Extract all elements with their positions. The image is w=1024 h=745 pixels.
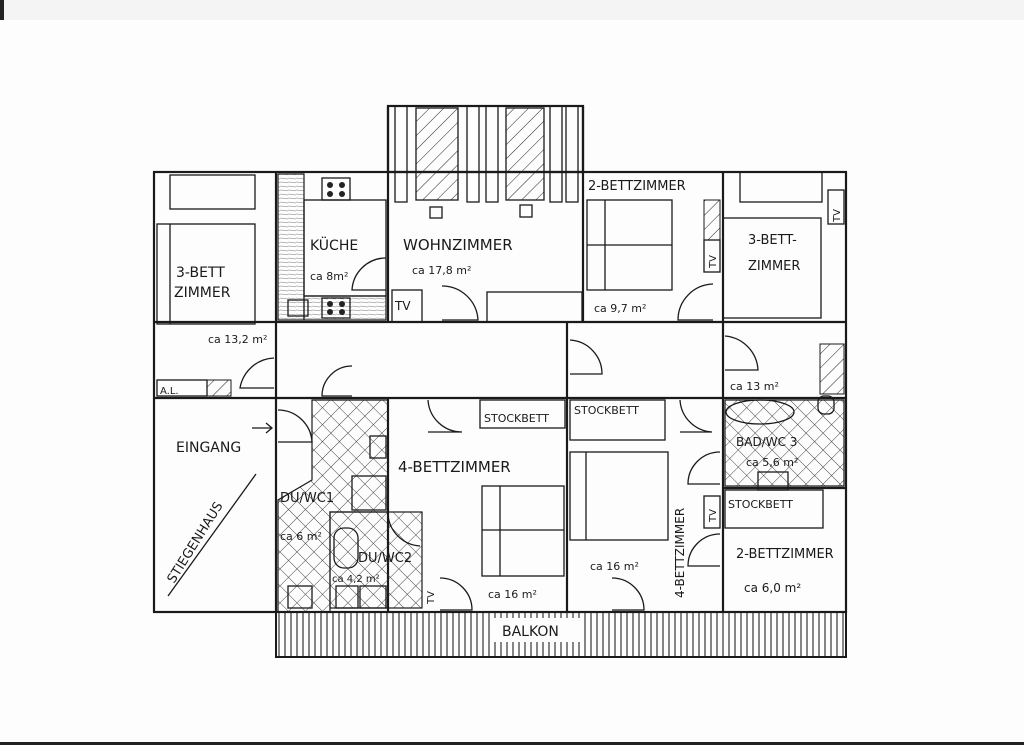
bed4-right-furniture bbox=[569, 399, 721, 611]
bed2-bottom-furniture bbox=[724, 395, 835, 529]
bed3-right-title-2: ZIMMER bbox=[748, 259, 800, 274]
living-area: ca 17,8 m² bbox=[412, 264, 471, 277]
bed4-right-tv: TV bbox=[708, 509, 719, 523]
balcony-title: BALKON bbox=[502, 624, 559, 640]
bed2-bottom-bunk: STOCKBETT bbox=[728, 498, 793, 511]
bath3-area: ca 5,6 m² bbox=[746, 456, 798, 469]
kitchen-title: KÜCHE bbox=[310, 236, 358, 254]
stairs bbox=[167, 422, 274, 597]
shower2-area: ca 4,2 m² bbox=[332, 574, 380, 585]
scan-edge-bottom bbox=[0, 742, 1024, 745]
entrance-title: EINGANG bbox=[176, 440, 241, 456]
bed4-right-area: ca 16 m² bbox=[590, 560, 639, 573]
bed2-top-area: ca 9,7 m² bbox=[594, 302, 646, 315]
bed4-right-title: 4-BETTZIMMER bbox=[673, 508, 687, 598]
kitchen-furniture bbox=[277, 173, 387, 321]
bath3-title: BAD/WC 3 bbox=[736, 435, 797, 449]
balcony bbox=[275, 611, 847, 658]
bed4-left-title: 4-BETTZIMMER bbox=[398, 458, 511, 476]
bed4-left-bunk: STOCKBETT bbox=[484, 412, 549, 425]
bed3-left-area: ca 13,2 m² bbox=[208, 333, 267, 346]
bed2-top-furniture bbox=[586, 199, 721, 321]
left-bedroom-furniture bbox=[156, 174, 275, 397]
bed3-left-title-1: 3-BETT bbox=[176, 265, 225, 281]
scan-edge bbox=[0, 0, 4, 20]
kitchen-area: ca 8m² bbox=[310, 270, 348, 283]
living-tv: TV bbox=[394, 299, 411, 313]
bed3-right-area: ca 13 m² bbox=[730, 380, 779, 393]
bed2-bottom-title: 2-BETTZIMMER bbox=[736, 547, 834, 562]
bed3-left-title-2: ZIMMER bbox=[174, 285, 231, 301]
shower2-tv: TV bbox=[426, 591, 437, 605]
bed2-top-title: 2-BETTZIMMER bbox=[588, 179, 686, 194]
living-title: WOHNZIMMER bbox=[403, 236, 513, 254]
shower1-title: DU/WC1 bbox=[280, 491, 334, 506]
bed4-right-bunk: STOCKBETT bbox=[574, 404, 639, 417]
bed3-right-furniture bbox=[722, 171, 845, 395]
bed4-left-furniture bbox=[479, 399, 566, 577]
bed3-right-tv: TV bbox=[832, 209, 843, 223]
stairs-label: STIEGENHAUS bbox=[165, 500, 227, 587]
misc-al: A.L. bbox=[160, 386, 179, 397]
bed2-top-tv: TV bbox=[708, 255, 719, 269]
shower1-area: ca 6 m² bbox=[280, 530, 322, 543]
bed4-left-area: ca 16 m² bbox=[488, 588, 537, 601]
scan-margin bbox=[0, 0, 1024, 20]
shower2-title: DU/WC2 bbox=[358, 551, 412, 566]
living-windows bbox=[391, 105, 583, 323]
bed2-bottom-area: ca 6,0 m² bbox=[744, 581, 801, 595]
bed3-right-title-1: 3-BETT- bbox=[748, 233, 797, 248]
